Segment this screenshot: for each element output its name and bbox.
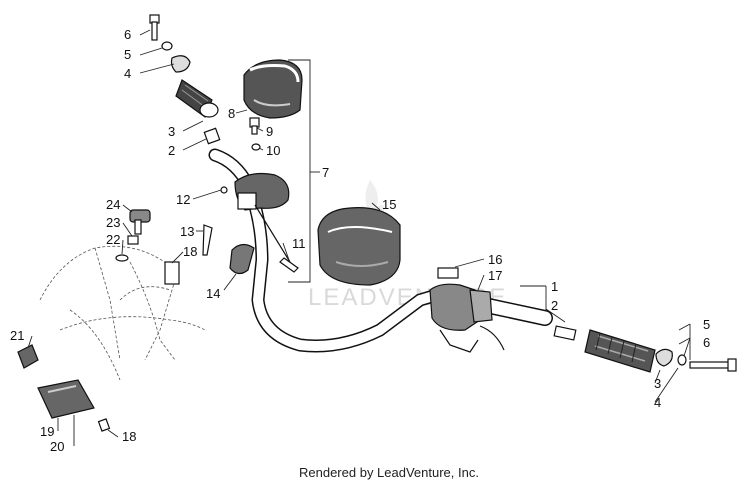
small-nut: [220, 186, 228, 194]
callout-21: 21: [10, 328, 24, 343]
callout-2b: 2: [551, 298, 558, 313]
ignition-switch: [127, 235, 139, 245]
handlebar-pad: [317, 207, 401, 286]
screw-11: [279, 257, 299, 273]
callout-23: 23: [106, 215, 120, 230]
callout-2: 2: [168, 143, 175, 158]
right-switch-housing: [429, 267, 505, 353]
callout-9: 9: [266, 124, 273, 139]
callout-6: 6: [124, 27, 131, 42]
screw-13: [202, 224, 213, 256]
callout-8: 8: [228, 106, 235, 121]
housing-washer: [251, 143, 261, 151]
callout-7: 7: [322, 165, 329, 180]
throttle-lever: [229, 243, 255, 275]
callouts: 6 5 4 8 3 2 9 10 7 12 13 11 14 15 16 17 …: [10, 27, 710, 454]
switch-panel: [37, 379, 95, 419]
callout-13: 13: [180, 224, 194, 239]
callout-4b: 4: [654, 395, 661, 410]
right-end-weight: [655, 348, 673, 367]
callout-22: 22: [106, 232, 120, 247]
callout-18b: 18: [122, 429, 136, 444]
callout-19: 19: [40, 424, 54, 439]
hood-outline: [39, 245, 206, 381]
left-end-weight: [170, 55, 191, 73]
callout-11: 11: [292, 236, 306, 251]
right-grip: [584, 329, 656, 373]
grommet-18b: [97, 418, 111, 432]
left-washer: [161, 41, 173, 51]
callout-24: 24: [106, 197, 120, 212]
control-housing-cover: [243, 59, 303, 119]
callout-3: 3: [168, 124, 175, 139]
ignition-key: [129, 209, 151, 235]
callout-1: 1: [551, 279, 558, 294]
housing-screw: [249, 117, 260, 135]
callout-10: 10: [266, 143, 280, 158]
left-end-bolt: [149, 14, 160, 41]
callout-15: 15: [382, 197, 396, 212]
leader-lines: [27, 29, 691, 446]
ignition-nut: [115, 254, 129, 262]
callout-16: 16: [488, 252, 502, 267]
cap-21: [17, 344, 39, 369]
callout-4: 4: [124, 66, 131, 81]
left-insert: [203, 127, 221, 145]
left-grip: [175, 79, 219, 118]
callout-5: 5: [124, 47, 131, 62]
footer-credit: Rendered by LeadVenture, Inc.: [299, 465, 479, 480]
callout-14: 14: [206, 286, 220, 301]
right-washer: [677, 354, 687, 366]
callout-18: 18: [183, 244, 197, 259]
right-insert: [553, 325, 577, 341]
callout-6b: 6: [703, 335, 710, 350]
throttle-body: [234, 172, 291, 263]
callout-17: 17: [488, 268, 502, 283]
callout-20: 20: [50, 439, 64, 454]
grommet-18: [164, 261, 180, 285]
callout-12: 12: [176, 192, 190, 207]
callout-5b: 5: [703, 317, 710, 332]
callout-3b: 3: [654, 376, 661, 391]
right-end-bolt: [689, 358, 737, 372]
